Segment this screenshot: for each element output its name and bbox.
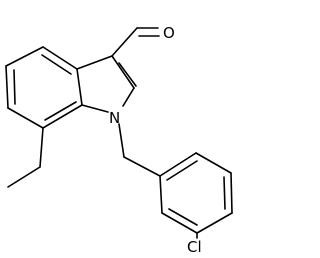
skeletal-formula: O N Cl — [5, 24, 233, 256]
bond-c3-c2-a — [111, 55, 135, 89]
atom-chlorine-label: Cl — [187, 238, 202, 256]
bond-c5-c6-b — [13, 69, 16, 105]
bond-c7-c7a-a — [42, 104, 83, 129]
bond-ar3-ar4-b — [223, 176, 226, 210]
bond-c7-c7a-b — [44, 101, 77, 121]
bond-c3-c3a — [76, 55, 113, 70]
bond-ar1-ar2-b — [166, 160, 198, 181]
bond-ar1-ar2-a — [159, 152, 197, 177]
structure-diagram: O N Cl — [5, 24, 233, 256]
bond-n1-c7a — [81, 104, 109, 113]
bond-ch2-ch3 — [7, 166, 41, 188]
bond-ar6-ar1 — [159, 175, 163, 214]
bond-ar5-ar6-a — [161, 212, 198, 234]
bond-c3a-c4-a — [42, 46, 78, 70]
bond-n1-ch2 — [118, 123, 125, 158]
atom-oxygen-label: O — [163, 24, 175, 42]
bond-c5-c6-a — [5, 65, 9, 109]
bond-c3-cho — [111, 27, 138, 57]
bond-ar2-ar3 — [195, 152, 232, 174]
atom-nitrogen-label: N — [109, 109, 120, 127]
bond-ch2-aryl — [123, 156, 161, 177]
bond-c3-c2-b — [118, 62, 137, 87]
bond-ar5-ar6-b — [168, 208, 198, 226]
bond-ar4-ar5 — [196, 212, 233, 234]
bond-c7-ch2 — [39, 127, 44, 168]
bond-c2-n1 — [122, 87, 135, 107]
bond-c6-c7 — [7, 107, 44, 129]
bond-c3a-c4-b — [41, 54, 72, 75]
bond-c3a-c7a — [76, 68, 83, 106]
bond-c4-c5 — [5, 46, 44, 67]
bond-ar3-ar4-a — [230, 172, 233, 214]
